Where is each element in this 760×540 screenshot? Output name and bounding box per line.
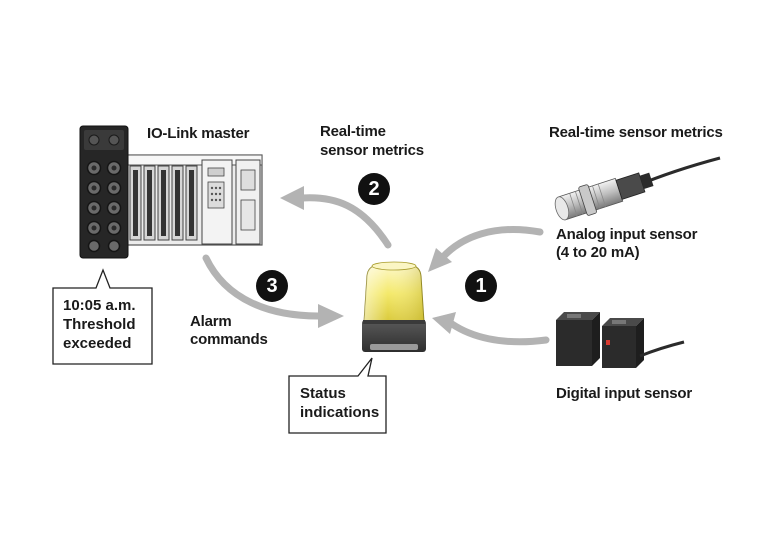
light-callout-line2: indications <box>300 404 380 421</box>
cylindrical-proximity-sensor-icon <box>554 156 721 221</box>
arrow-light-to-master <box>280 186 392 249</box>
iolink-master-label: IO-Link master <box>147 125 250 142</box>
right-metrics-label: Real-time sensor metrics <box>549 124 723 141</box>
light-callout-box <box>288 357 387 434</box>
master-callout-line1: 10:05 a.m. <box>63 297 136 314</box>
arrow-analog-to-light <box>428 226 544 272</box>
analog-sensor-label-line1: Analog input sensor <box>556 226 698 243</box>
alarm-label-line2: commands <box>190 331 268 348</box>
step-1-badge: 1 <box>465 270 497 302</box>
top-metrics-label-line2: sensor metrics <box>320 142 424 159</box>
light-callout-line1: Status <box>300 385 346 402</box>
step-3-badge: 3 <box>256 270 288 302</box>
top-metrics-label-line1: Real-time <box>320 123 386 140</box>
arrow-master-to-light <box>202 254 344 328</box>
io-link-master-icon <box>79 125 263 259</box>
master-callout-line3: exceeded <box>63 335 132 352</box>
master-callout-line2: Threshold <box>63 316 136 333</box>
signal-tower-light-icon <box>362 261 426 352</box>
alarm-label-line1: Alarm <box>190 313 232 330</box>
master-callout-box <box>52 268 153 365</box>
photoelectric-sensor-icon <box>556 312 685 368</box>
arrow-digital-to-light <box>432 312 550 346</box>
analog-sensor-label-line2: (4 to 20 mA) <box>556 244 640 261</box>
digital-sensor-label: Digital input sensor <box>556 385 693 402</box>
step-2-badge: 2 <box>358 173 390 205</box>
